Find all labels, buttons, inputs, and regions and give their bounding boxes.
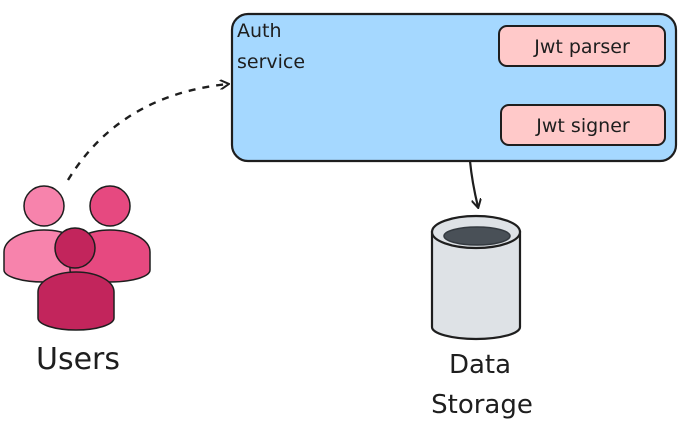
users-to-auth-arrow bbox=[66, 84, 228, 181]
auth-service-label-line2: service bbox=[237, 51, 305, 73]
data-storage-cylinder[interactable] bbox=[430, 214, 522, 341]
jwt-signer-label: Jwt signer bbox=[535, 115, 630, 137]
user-right-head bbox=[89, 185, 131, 227]
data-storage-label-line1: Data bbox=[449, 350, 511, 380]
data-storage-label-line2: Storage bbox=[431, 390, 533, 420]
user-center-head bbox=[54, 227, 96, 269]
jwt-parser-box[interactable]: Jwt parser bbox=[498, 25, 666, 67]
auth-to-storage-arrow bbox=[468, 160, 478, 207]
jwt-parser-rect bbox=[498, 25, 666, 67]
users-icon[interactable] bbox=[3, 185, 151, 331]
auth-service-label-line1: Auth bbox=[237, 20, 282, 42]
jwt-signer-box[interactable]: Jwt signer bbox=[500, 104, 666, 146]
jwt-signer-rect bbox=[500, 104, 666, 146]
cylinder-body bbox=[430, 230, 522, 341]
user-center-body bbox=[37, 271, 115, 331]
user-left-head bbox=[23, 185, 65, 227]
jwt-parser-label: Jwt parser bbox=[533, 36, 630, 58]
cylinder-opening bbox=[443, 226, 511, 246]
users-label: Users bbox=[36, 342, 120, 377]
